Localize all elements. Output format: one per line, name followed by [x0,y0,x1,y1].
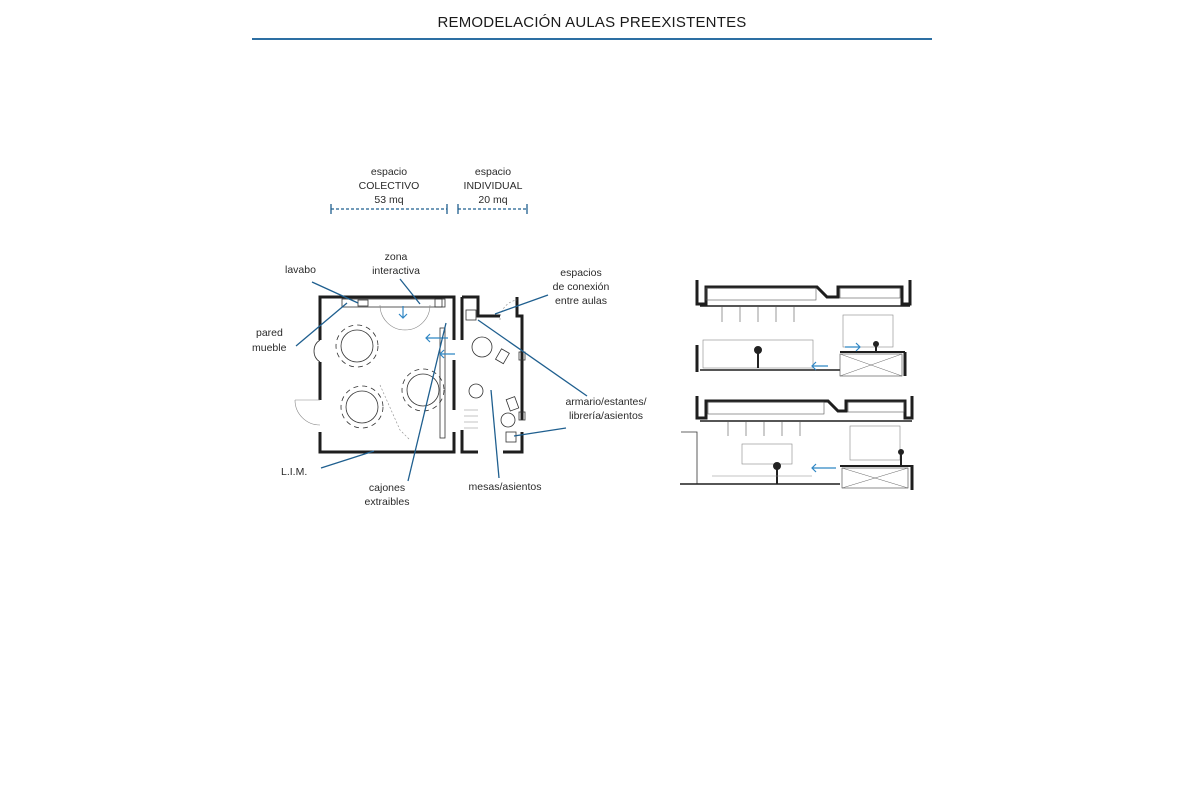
section-1-person-2 [873,341,880,352]
label-pared: pared mueble [252,302,348,354]
plan-ind-table-1 [471,336,493,358]
dimension-individual: espacio INDIVIDUAL 20 mq [457,166,528,214]
label-zona-line1: zona [385,251,408,263]
section-2-person-2 [898,449,905,465]
plan-arrow-2 [439,349,455,359]
label-cajones-line2: extraibles [365,496,410,508]
plan-ind-seat-1 [494,348,510,365]
plan-ind-wall-bottom-left [460,430,478,454]
label-lavabo: lavabo [285,264,359,304]
section-1-arrow-1 [845,342,861,352]
floor-plan [294,295,526,454]
dimension-collective: espacio COLECTIVO 53 mq [330,166,448,214]
plan-ind-table-2 [468,383,484,399]
section-2-lamps [727,421,801,436]
plan-ind-wall-top [462,295,500,318]
section-1 [695,280,912,377]
dim-collective-line2: COLECTIVO [359,180,420,192]
leader-lim [320,450,375,469]
section-2-storage [841,467,909,489]
section-2-shelves [849,425,901,461]
section-1-lamps [721,306,795,322]
section-2-beam-2 [847,401,905,413]
label-lavabo-text: lavabo [285,264,316,276]
label-mesas: mesas/asientos [469,389,542,493]
leader-espacios [494,294,549,315]
section-1-beam-2 [839,287,901,299]
leader-mesas [490,389,500,479]
table-3 [401,368,445,412]
label-espacios-line3: entre aulas [555,295,607,307]
plan-window-left [313,339,321,363]
section-1-storage-cross [839,353,903,377]
plan-stairs [464,409,478,429]
table-1 [335,324,379,368]
plan-arrow-3 [398,306,408,319]
leader-lavabo [311,281,359,304]
section-2-board [741,443,793,465]
leader-zona [399,278,421,305]
label-cajones: cajones extraibles [365,322,447,508]
section-2-beam [707,401,825,415]
label-pared-line2: mueble [252,342,287,354]
plan-pillar-1 [518,351,526,361]
label-lim: L.I.M. [281,450,375,478]
dim-collective-line1: espacio [371,166,407,178]
plan-pillar-2 [518,411,526,421]
plan-ind-table-3 [500,412,516,428]
label-mesas-text: mesas/asientos [469,481,542,493]
title-rule [252,38,932,40]
label-espacios-line2: de conexión [553,281,610,293]
dim-individual-area: 20 mq [478,194,507,206]
plan-interactive-arc [379,304,431,331]
label-zona-line2: interactiva [372,265,420,277]
section-1-beam [705,287,817,301]
plan-ind-wall-bottom-right [503,432,524,454]
plan-ind-seat-2 [505,396,520,412]
plan-arrow-1 [425,333,448,343]
section-1-shelves [842,314,894,348]
leader-pared [295,302,348,347]
table-2 [340,385,384,429]
section-2-storage-cross [841,467,909,489]
label-pared-line1: pared [256,327,283,339]
section-1-storage [839,353,903,377]
plan-door-left [294,399,321,426]
dim-collective-area: 53 mq [374,194,403,206]
plan-ind-door-arc [499,299,518,321]
section-1-roof [695,280,912,306]
label-zona: zona interactiva [372,251,421,305]
label-armario: armario/estantes/ librería/asientos [477,319,647,437]
label-lim-text: L.I.M. [281,466,307,478]
section-1-arrow-2 [811,361,828,371]
label-armario-line1: armario/estantes/ [565,396,646,408]
label-espacios: espacios de conexión entre aulas [494,267,610,315]
plan-wall-top [318,295,456,340]
plan-counter [341,298,443,308]
leader-armario-2 [513,427,567,437]
dim-individual-line2: INDIVIDUAL [464,180,523,192]
label-cajones-line1: cajones [369,482,405,494]
dim-individual-line1: espacio [475,166,511,178]
plan-shelf-unit [505,431,517,443]
label-armario-line2: librería/asientos [569,410,643,422]
section-2 [680,396,914,490]
section-1-person-1 [754,346,763,368]
plan-cupboard [465,309,477,321]
plan-lim-board [439,327,446,439]
plan-sink [357,299,369,307]
label-espacios-line1: espacios [560,267,601,279]
leader-armario-1 [477,319,588,397]
page-title: REMODELACIÓN AULAS PREEXISTENTES [437,14,747,31]
plan-drawer-lines [379,384,411,441]
section-2-ext-outline [681,431,698,484]
plan-ind-wall-right [515,297,524,420]
plan-wall-bottom [318,432,456,454]
section-2-arrow [811,463,836,473]
plan-cabinet [434,298,446,308]
leader-cajones [407,322,447,482]
section-2-person-1 [773,462,782,484]
section-2-roof [695,396,914,420]
